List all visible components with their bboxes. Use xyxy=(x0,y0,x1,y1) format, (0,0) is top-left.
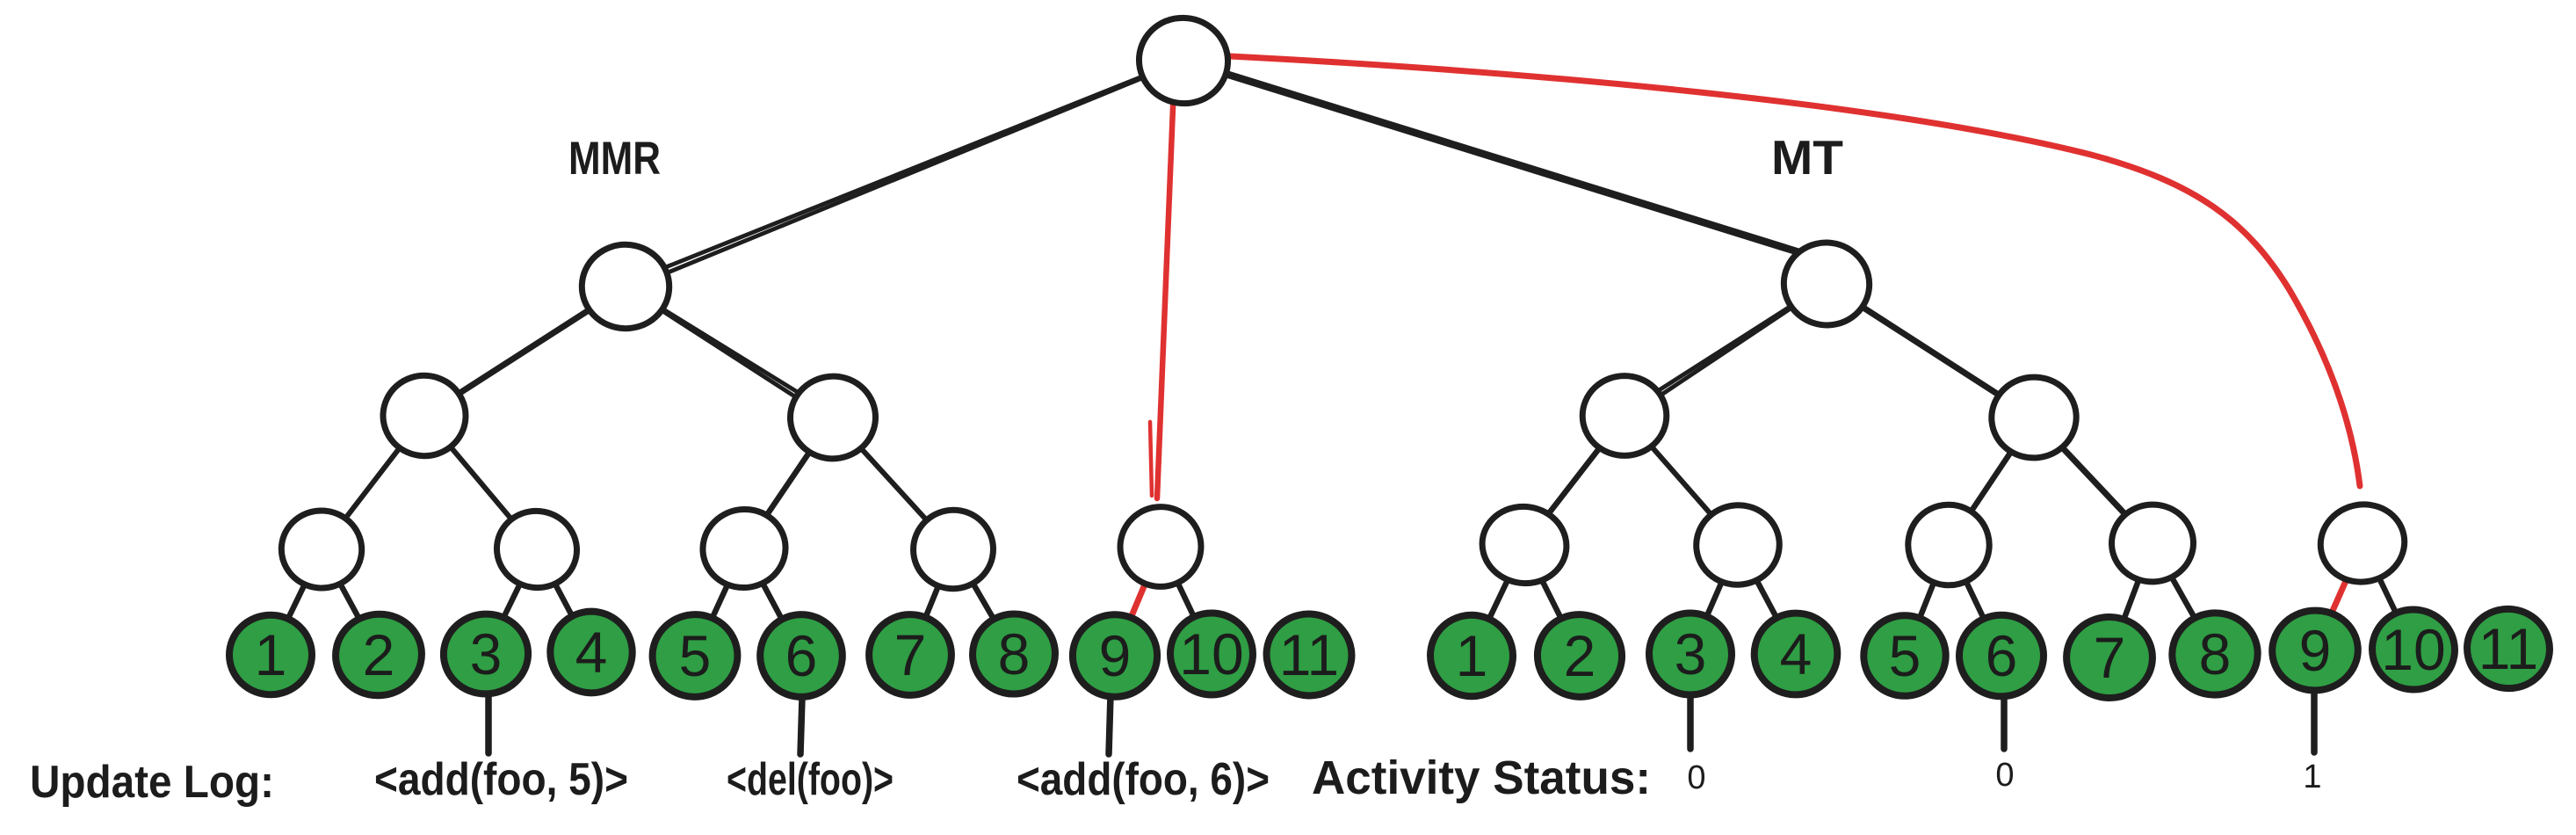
svg-text:5: 5 xyxy=(679,623,712,688)
svg-text:1: 1 xyxy=(1456,623,1488,688)
svg-text:11: 11 xyxy=(2478,616,2539,681)
svg-text:4: 4 xyxy=(1780,621,1813,686)
svg-text:7: 7 xyxy=(894,622,927,687)
svg-text:4: 4 xyxy=(575,620,608,685)
svg-text:8: 8 xyxy=(998,621,1031,686)
svg-text:10: 10 xyxy=(1179,621,1243,686)
svg-text:<del(foo)>: <del(foo)> xyxy=(727,754,894,805)
svg-text:9: 9 xyxy=(2299,618,2332,683)
svg-text:Update Log:: Update Log: xyxy=(30,757,274,808)
svg-text:0: 0 xyxy=(1687,759,1705,796)
svg-text:<add(foo, 6)>: <add(foo, 6)> xyxy=(1017,754,1270,805)
svg-text:5: 5 xyxy=(1889,623,1921,688)
svg-text:6: 6 xyxy=(1986,623,2018,688)
svg-text:6: 6 xyxy=(785,623,818,688)
svg-text:MMR: MMR xyxy=(568,133,661,185)
svg-text:11: 11 xyxy=(1279,622,1340,687)
svg-text:9: 9 xyxy=(1099,623,1132,688)
svg-text:2: 2 xyxy=(1564,623,1596,688)
svg-text:1: 1 xyxy=(255,622,287,687)
svg-text:MT: MT xyxy=(1771,130,1843,185)
svg-text:2: 2 xyxy=(363,622,395,687)
svg-text:Activity Status:: Activity Status: xyxy=(1312,752,1651,804)
svg-text:7: 7 xyxy=(2094,625,2126,690)
svg-text:1: 1 xyxy=(2303,759,2321,795)
svg-text:3: 3 xyxy=(470,621,503,686)
svg-text:0: 0 xyxy=(1995,757,2014,794)
svg-text:10: 10 xyxy=(2381,617,2445,682)
svg-text:<add(foo, 5)>: <add(foo, 5)> xyxy=(374,754,628,805)
svg-text:8: 8 xyxy=(2199,621,2232,686)
svg-text:3: 3 xyxy=(1675,621,1707,686)
